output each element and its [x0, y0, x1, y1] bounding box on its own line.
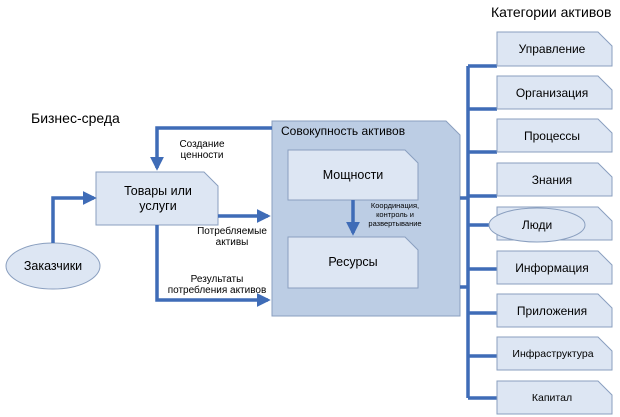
capabilities-box: [287, 149, 419, 201]
category-box-9: [496, 380, 613, 415]
category-label-8: Инфраструктура: [512, 347, 594, 360]
category-label-2: Организация: [515, 85, 589, 100]
category-label-6: Информация: [515, 260, 589, 275]
consumed-assets-label: Потребляемые активы: [197, 226, 267, 248]
category-box-7: [496, 293, 613, 328]
customers-label: Заказчики: [23, 258, 83, 273]
category-box-3: [496, 118, 613, 153]
category-box-8: [496, 336, 613, 371]
category-label-7: Приложения: [516, 303, 588, 318]
coordination-label: Координация, контроль и развертывание: [368, 201, 422, 228]
asset-results-line: [155, 225, 271, 307]
asset-results-label: Результаты потребления активов: [167, 274, 267, 296]
people-ellipse: [488, 207, 586, 243]
resources-box: [287, 236, 419, 289]
category-box-4: [496, 162, 613, 197]
category-label-3: Процессы: [523, 128, 580, 143]
category-box-1: [496, 31, 613, 67]
category-label-5: Люди: [521, 217, 553, 232]
category-label-1: Управление: [518, 41, 586, 56]
category-box-2: [496, 75, 613, 110]
category-label-4: Знания: [531, 172, 573, 187]
asset-pool-title: Совокупность активов: [281, 124, 406, 138]
asset-categories-title: Категории активов: [491, 4, 612, 20]
resources-label: Ресурсы: [328, 254, 378, 269]
category-box-6: [496, 250, 613, 285]
value-creation-label: Создание ценности: [179, 139, 225, 161]
goods-services-box: [95, 171, 219, 226]
capabilities-label: Мощности: [322, 167, 384, 182]
customers-to-goods-line: [51, 191, 97, 243]
business-env-title: Бизнес-среда: [31, 110, 120, 126]
goods-services-label: Товары или услуги: [124, 184, 192, 213]
category-label-9: Капитал: [531, 391, 573, 404]
value-creation-line: [150, 126, 272, 171]
